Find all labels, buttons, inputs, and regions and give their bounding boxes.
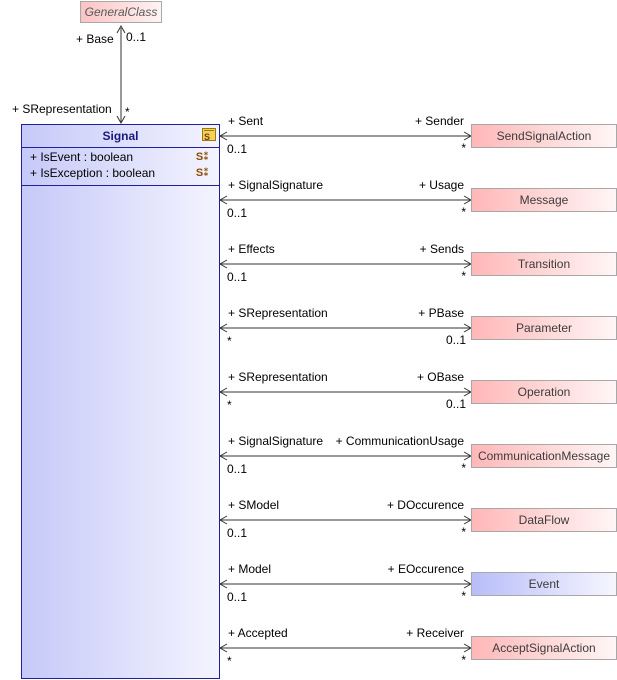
- class-box-transition[interactable]: Transition: [471, 252, 617, 276]
- right-role-label: + DOccurence: [386, 498, 464, 512]
- class-name: Transition: [517, 257, 571, 271]
- association-arrowhead: [218, 323, 228, 333]
- class-name: AcceptSignalAction: [492, 641, 596, 655]
- association-arrowhead: [218, 451, 228, 461]
- static-attribute-icon: S⁑: [195, 151, 209, 163]
- signal-class-header: Signal S: [22, 125, 219, 148]
- association-arrowhead: [218, 515, 228, 525]
- right-multiplicity: 0..1: [445, 333, 466, 347]
- left-multiplicity: 0..1: [227, 526, 248, 540]
- signal-class-box[interactable]: Signal S + IsEvent : boolean S⁑ + IsExce…: [21, 124, 220, 679]
- association-arrowhead: [218, 387, 228, 397]
- left-role-label: + SRepresentation: [228, 370, 328, 384]
- class-name: Operation: [517, 385, 571, 399]
- left-role-label: + Sent: [228, 114, 264, 128]
- right-role-label: + Sends: [419, 242, 464, 256]
- right-multiplicity: 0..1: [445, 397, 466, 411]
- left-multiplicity: *: [227, 334, 232, 348]
- base-role-label: + Base: [76, 32, 114, 46]
- left-role-label: + SignalSignature: [228, 434, 324, 448]
- general-class-box[interactable]: GeneralClass: [80, 1, 162, 23]
- attribute-is-exception: + IsException : boolean: [30, 166, 156, 180]
- left-multiplicity: 0..1: [227, 590, 248, 604]
- class-box-communicationmessage[interactable]: CommunicationMessage: [471, 444, 617, 468]
- left-role-label: + Model: [228, 562, 272, 576]
- association-arrowhead: [218, 579, 228, 589]
- static-attribute-icon: S⁑: [195, 167, 209, 179]
- general-class-name: GeneralClass: [84, 5, 158, 19]
- right-role-label: + Sender: [414, 114, 464, 128]
- left-multiplicity: 0..1: [227, 270, 248, 284]
- association-arrowhead: [218, 131, 228, 141]
- left-role-label: + Accepted: [228, 626, 288, 640]
- left-multiplicity: 0..1: [227, 462, 248, 476]
- right-multiplicity: *: [461, 461, 466, 475]
- right-multiplicity: *: [461, 589, 466, 603]
- right-role-label: + OBase: [416, 370, 464, 384]
- srep-role-label: + SRepresentation: [12, 102, 112, 116]
- left-multiplicity: 0..1: [227, 142, 248, 156]
- class-name: CommunicationMessage: [477, 449, 611, 463]
- class-box-parameter[interactable]: Parameter: [471, 316, 617, 340]
- association-arrowhead: [218, 643, 228, 653]
- right-multiplicity: *: [461, 653, 466, 667]
- class-box-event[interactable]: Event: [471, 572, 617, 596]
- base-multiplicity: 0..1: [126, 30, 147, 44]
- attribute-is-event: + IsEvent : boolean: [30, 150, 134, 164]
- association-arrowhead: [218, 259, 228, 269]
- right-multiplicity: *: [461, 141, 466, 155]
- class-name: SendSignalAction: [496, 129, 592, 143]
- left-role-label: + SignalSignature: [228, 178, 324, 192]
- base-arrowhead: [116, 24, 126, 34]
- right-multiplicity: *: [461, 205, 466, 219]
- right-role-label: + Receiver: [406, 626, 464, 640]
- left-role-label: + Effects: [228, 242, 275, 256]
- srep-arrowhead: [116, 115, 126, 125]
- class-name: DataFlow: [518, 513, 570, 527]
- srep-multiplicity: *: [125, 105, 130, 119]
- right-role-label: + CommunicationUsage: [335, 434, 464, 448]
- left-role-label: + SRepresentation: [228, 306, 328, 320]
- left-multiplicity: *: [227, 654, 232, 668]
- class-name: Parameter: [515, 321, 573, 335]
- class-box-dataflow[interactable]: DataFlow: [471, 508, 617, 532]
- right-role-label: + Usage: [418, 178, 464, 192]
- class-box-acceptsignalaction[interactable]: AcceptSignalAction: [471, 636, 617, 660]
- left-role-label: + SModel: [228, 498, 280, 512]
- class-box-operation[interactable]: Operation: [471, 380, 617, 404]
- right-multiplicity: *: [461, 525, 466, 539]
- left-multiplicity: *: [227, 398, 232, 412]
- left-multiplicity: 0..1: [227, 206, 248, 220]
- right-multiplicity: *: [461, 269, 466, 283]
- signal-class-name: Signal: [102, 129, 139, 143]
- signal-attributes: + IsEvent : boolean S⁑ + IsException : b…: [22, 147, 219, 186]
- class-box-message[interactable]: Message: [471, 188, 617, 212]
- stereotype-icon: S: [202, 128, 216, 142]
- right-role-label: + PBase: [418, 306, 464, 320]
- class-name: Message: [519, 193, 569, 207]
- class-name: Event: [528, 577, 560, 591]
- right-role-label: + EOccurence: [387, 562, 464, 576]
- association-arrowhead: [218, 195, 228, 205]
- class-box-sendsignalaction[interactable]: SendSignalAction: [471, 124, 617, 148]
